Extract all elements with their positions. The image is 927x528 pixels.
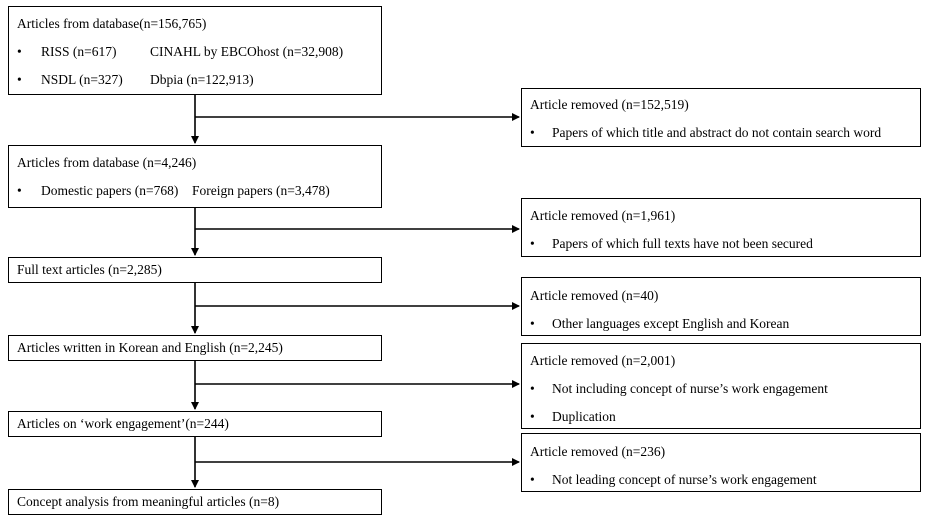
- domestic-papers: Domestic papers (n=768): [41, 183, 179, 198]
- bullet-icon: •: [530, 381, 535, 396]
- removed-title: Article removed (n=236): [530, 444, 666, 459]
- filtered-title: Articles from database (n=4,246): [17, 155, 197, 170]
- full-text-label: Full text articles (n=2,285): [17, 262, 162, 277]
- removed-box-5: Article removed (n=236) • Not leading co…: [521, 433, 921, 492]
- removed-reason: Not including concept of nurse’s work en…: [552, 381, 828, 396]
- removed-reason: Papers of which title and abstract do no…: [552, 125, 882, 140]
- database-title: Articles from database(n=156,765): [17, 16, 207, 31]
- removed-title: Article removed (n=1,961): [530, 208, 676, 223]
- full-text-box: Full text articles (n=2,285): [8, 257, 382, 283]
- language-label: Articles written in Korean and English (…: [17, 340, 283, 355]
- bullet-icon: •: [530, 236, 535, 251]
- source-nsdl: NSDL (n=327): [41, 72, 123, 87]
- bullet-icon: •: [17, 44, 22, 59]
- concept-analysis-box: Concept analysis from meaningful article…: [8, 489, 382, 515]
- removed-title: Article removed (n=152,519): [530, 97, 689, 112]
- bullet-icon: •: [530, 472, 535, 487]
- source-riss: RISS (n=617): [41, 44, 117, 59]
- removed-box-1: Article removed (n=152,519) • Papers of …: [521, 88, 921, 147]
- bullet-icon: •: [17, 183, 22, 198]
- bullet-icon: •: [17, 72, 22, 87]
- language-box: Articles written in Korean and English (…: [8, 335, 382, 361]
- removed-box-2: Article removed (n=1,961) • Papers of wh…: [521, 198, 921, 257]
- removed-reason: Not leading concept of nurse’s work enga…: [552, 472, 817, 487]
- filtered-database-box: Articles from database (n=4,246) • Domes…: [8, 145, 382, 208]
- source-cinahl: CINAHL by EBCOhost (n=32,908): [150, 44, 344, 59]
- removed-box-4: Article removed (n=2,001) • Not includin…: [521, 343, 921, 429]
- bullet-icon: •: [530, 316, 535, 331]
- source-dbpia: Dbpia (n=122,913): [150, 72, 254, 87]
- removed-box-3: Article removed (n=40) • Other languages…: [521, 277, 921, 336]
- work-engagement-box: Articles on ‘work engagement’(n=244): [8, 411, 382, 437]
- removed-reason: Papers of which full texts have not been…: [552, 236, 813, 251]
- removed-title: Article removed (n=40): [530, 288, 659, 303]
- removed-title: Article removed (n=2,001): [530, 353, 676, 368]
- foreign-papers: Foreign papers (n=3,478): [192, 183, 330, 198]
- work-engagement-label: Articles on ‘work engagement’(n=244): [17, 416, 229, 431]
- database-box: Articles from database(n=156,765) • RISS…: [8, 6, 382, 95]
- bullet-icon: •: [530, 125, 535, 140]
- bullet-icon: •: [530, 409, 535, 424]
- concept-analysis-label: Concept analysis from meaningful article…: [17, 494, 280, 509]
- removed-reason: Duplication: [552, 409, 616, 424]
- removed-reason: Other languages except English and Korea…: [552, 316, 790, 331]
